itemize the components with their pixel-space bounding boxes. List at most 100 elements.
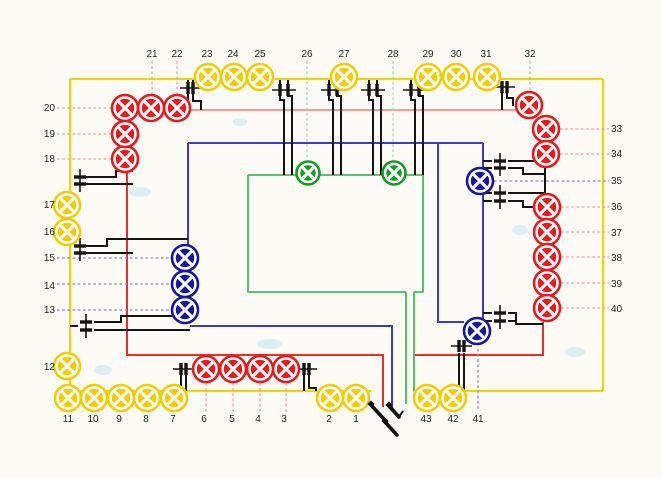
lamp-x bbox=[386, 165, 402, 181]
lamp-x bbox=[58, 357, 76, 375]
lamp-label-18: 18 bbox=[44, 154, 56, 165]
plug-bar bbox=[494, 159, 506, 163]
switch-hook bbox=[398, 410, 404, 418]
lamp-label-31: 31 bbox=[480, 49, 492, 60]
switch-blade bbox=[369, 403, 385, 420]
lamp-32 bbox=[514, 90, 544, 120]
lamp-8 bbox=[132, 383, 162, 413]
lamp-42 bbox=[438, 383, 468, 413]
lamp-label-20: 20 bbox=[44, 103, 56, 114]
lamp-10 bbox=[79, 383, 109, 413]
lamp-x bbox=[538, 223, 556, 241]
lamp-34 bbox=[531, 139, 561, 169]
lamp-label-34: 34 bbox=[611, 149, 623, 160]
plug-bar bbox=[74, 182, 86, 186]
lamp-x bbox=[116, 150, 134, 168]
lamp-9 bbox=[106, 383, 136, 413]
lamp-30 bbox=[441, 62, 471, 92]
plug-bar bbox=[409, 84, 413, 96]
plug-connector bbox=[80, 314, 92, 338]
plug-bar bbox=[417, 84, 421, 96]
wire-blue bbox=[437, 143, 464, 323]
lamp-20 bbox=[110, 93, 140, 123]
plug-connector bbox=[272, 84, 296, 96]
lamp-x bbox=[471, 172, 489, 190]
lamp-39 bbox=[532, 268, 562, 298]
plug-bar bbox=[500, 81, 504, 93]
lamp-label-16: 16 bbox=[44, 227, 56, 238]
lamp-label-40: 40 bbox=[611, 304, 623, 315]
plug-bar bbox=[494, 191, 506, 195]
lamp-x bbox=[165, 389, 183, 407]
lamp-16 bbox=[52, 217, 82, 247]
plug-bar bbox=[375, 84, 379, 96]
lamp-x bbox=[58, 196, 76, 214]
lamp-x bbox=[538, 299, 556, 317]
lamp-x bbox=[347, 389, 365, 407]
lamp-label-15: 15 bbox=[44, 253, 56, 264]
lamp-x bbox=[59, 389, 77, 407]
lamp-18 bbox=[110, 144, 140, 174]
lamp-label-24: 24 bbox=[227, 49, 239, 60]
lamp-label-33: 33 bbox=[611, 124, 623, 135]
switch-terminal bbox=[381, 417, 389, 425]
plug-bar bbox=[179, 363, 183, 375]
lamp-label-7: 7 bbox=[170, 414, 176, 425]
lamp-label-21: 21 bbox=[146, 49, 158, 60]
lamp-label-8: 8 bbox=[143, 414, 149, 425]
lamp-13 bbox=[170, 295, 200, 325]
lamp-x bbox=[447, 68, 465, 86]
switch-blade bbox=[383, 420, 399, 437]
plug-bar bbox=[327, 84, 331, 96]
lamp-21 bbox=[136, 93, 166, 123]
lamp-23 bbox=[193, 62, 223, 92]
lamp-label-38: 38 bbox=[611, 253, 623, 264]
lamp-x bbox=[176, 301, 194, 319]
plug-bar bbox=[307, 363, 311, 375]
plug-bar bbox=[302, 363, 306, 375]
plug-bar bbox=[335, 84, 339, 96]
plug-bar bbox=[184, 363, 188, 375]
scan-smudge bbox=[565, 347, 585, 357]
lamp-29 bbox=[413, 62, 443, 92]
lamp-label-19: 19 bbox=[44, 129, 56, 140]
lamp-label-41: 41 bbox=[472, 414, 484, 425]
lamp-4 bbox=[245, 354, 275, 384]
lamp-label-23: 23 bbox=[201, 49, 213, 60]
lamp-x bbox=[418, 389, 436, 407]
plug-connector bbox=[361, 84, 385, 96]
plug-bar bbox=[186, 82, 190, 94]
plug-connector bbox=[74, 238, 86, 261]
plug-connector bbox=[74, 169, 86, 192]
lamp-label-10: 10 bbox=[87, 414, 99, 425]
scan-smudge bbox=[129, 187, 151, 197]
lamp-x bbox=[538, 198, 556, 216]
scan-smudge bbox=[512, 225, 528, 235]
lamp-x bbox=[225, 68, 243, 86]
wire-black bbox=[86, 238, 188, 247]
lamp-36 bbox=[532, 192, 562, 222]
lamp-x bbox=[277, 360, 295, 378]
switch-terminal bbox=[385, 401, 393, 409]
scan-smudge bbox=[94, 365, 112, 375]
open-switch bbox=[367, 400, 404, 437]
lamp-28 bbox=[381, 160, 407, 186]
scan-smudge bbox=[257, 339, 283, 349]
plug-bar bbox=[80, 328, 92, 332]
lamp-x bbox=[224, 360, 242, 378]
lamp-7 bbox=[159, 383, 189, 413]
lamp-x bbox=[112, 389, 130, 407]
plug-bar bbox=[191, 82, 195, 94]
lamp-11 bbox=[53, 383, 83, 413]
plug-connector bbox=[494, 81, 515, 93]
lamp-label-3: 3 bbox=[281, 414, 287, 425]
lamp-label-26: 26 bbox=[301, 49, 313, 60]
plug-bar bbox=[74, 251, 86, 255]
lamp-38 bbox=[532, 242, 562, 272]
wire-black bbox=[308, 375, 317, 391]
plug-bar bbox=[505, 81, 509, 93]
lamp-43 bbox=[412, 383, 442, 413]
lamp-40 bbox=[532, 293, 562, 323]
